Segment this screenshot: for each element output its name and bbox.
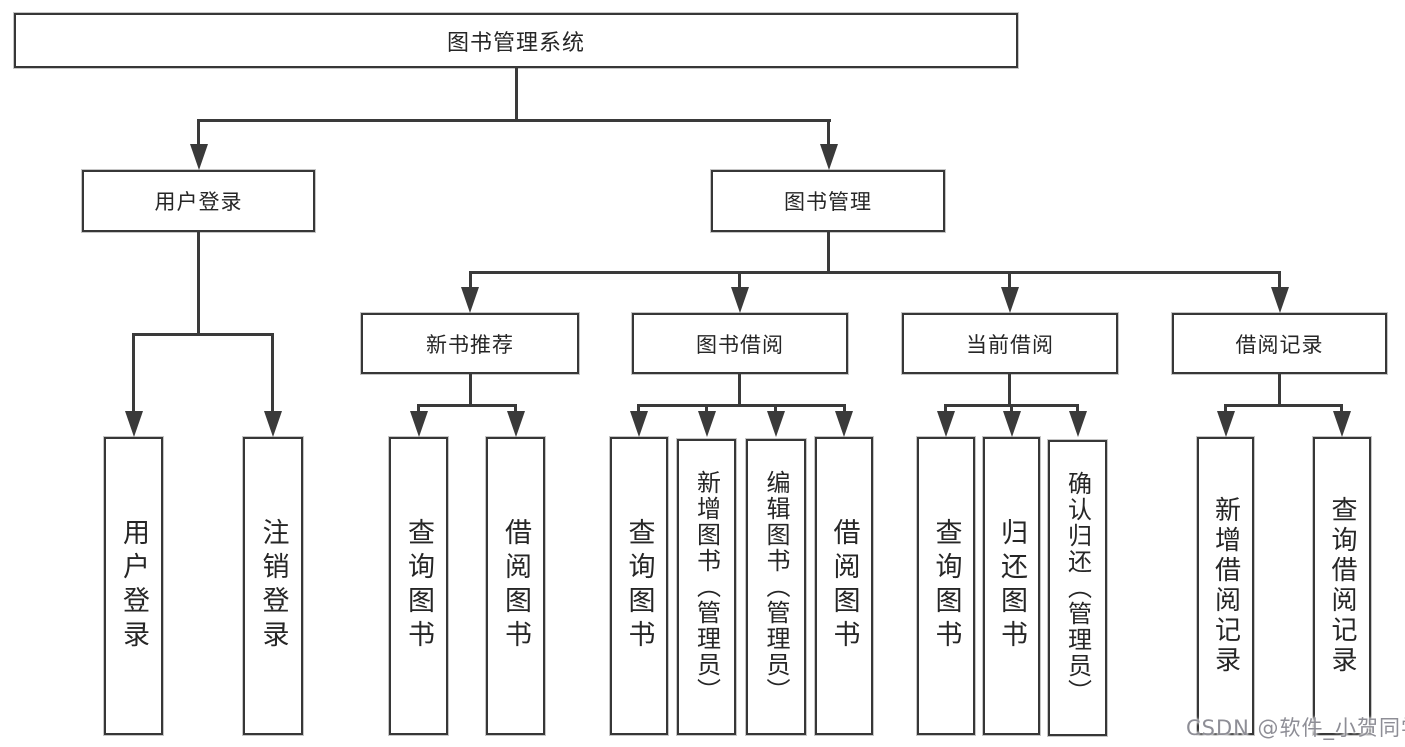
node-label: 图书管理 (784, 190, 872, 214)
leaf-add-borrow-record: 新增借阅记录 (1197, 437, 1254, 735)
node-label: 查询图书 (930, 518, 962, 654)
arrow-down (731, 287, 749, 313)
arrow-down (125, 411, 143, 437)
node-label: 新增借阅记录 (1210, 496, 1241, 676)
leaf-logout-login: 注销登录 (243, 437, 303, 735)
connector-line (469, 271, 472, 289)
connector-line (1008, 271, 1011, 289)
connector-line (469, 271, 1281, 274)
node-label: 用户登录 (154, 190, 243, 214)
connector-line (827, 230, 830, 274)
connector-line (705, 404, 708, 414)
node-book-borrowing: 图书借阅 (632, 313, 848, 374)
arrow-down (1217, 411, 1235, 437)
arrow-down (937, 411, 955, 437)
arrow-down (1001, 287, 1019, 313)
arrow-down (1003, 411, 1021, 437)
node-label: 借阅图书 (828, 518, 860, 654)
arrow-down (698, 411, 716, 437)
connector-line (944, 404, 947, 414)
csdn-watermark: CSDN @软件_小贺同学 (1186, 716, 1405, 740)
leaf-return-books: 归还图书 (983, 437, 1040, 735)
arrow-down (410, 411, 428, 437)
node-borrowing-records: 借阅记录 (1172, 313, 1387, 374)
leaf-add-books-admin: 新增图书（管理员） (677, 439, 736, 735)
connector-line (738, 271, 741, 289)
node-book-management-system: 图书管理系统 (14, 13, 1018, 68)
connector-line (827, 119, 830, 147)
node-label: 新增图书（管理员） (692, 470, 721, 704)
connector-line (417, 404, 420, 414)
leaf-user-login: 用户登录 (104, 437, 163, 735)
node-current-borrowing: 当前借阅 (902, 313, 1118, 374)
connector-line (132, 333, 135, 413)
connector-line (1278, 372, 1281, 406)
arrow-down (1333, 411, 1351, 437)
leaf-edit-books-admin: 编辑图书（管理员） (746, 439, 806, 735)
node-label: 图书借阅 (696, 332, 784, 357)
connector-line (515, 66, 518, 122)
arrow-down (1271, 287, 1289, 313)
leaf-query-books-borrowing: 查询图书 (610, 437, 668, 735)
connector-line (738, 372, 741, 406)
node-label: 查询借阅记录 (1327, 496, 1357, 676)
node-label: 用户登录 (118, 518, 149, 654)
node-book-management-branch: 图书管理 (711, 170, 945, 232)
arrow-down (835, 411, 853, 437)
node-label: 当前借阅 (966, 332, 1054, 357)
arrow-down (264, 411, 282, 437)
connector-line (843, 404, 846, 414)
node-label: 编辑图书（管理员） (762, 470, 790, 704)
node-label: 确认归还（管理员） (1063, 471, 1092, 705)
connector-line (132, 333, 274, 336)
arrow-down (1069, 411, 1087, 437)
connector-line (514, 404, 517, 414)
connector-line (417, 404, 517, 407)
connector-line (1224, 404, 1227, 414)
node-label: 新书推荐 (426, 332, 514, 357)
node-label: 借阅记录 (1235, 332, 1324, 357)
connector-line (271, 333, 274, 413)
connector-line (197, 119, 200, 147)
connector-line (1224, 404, 1343, 407)
connector-line (1076, 404, 1079, 414)
connector-line (469, 372, 472, 406)
arrow-down (820, 144, 838, 170)
node-label: 归还图书 (996, 518, 1027, 654)
arrow-down (630, 411, 648, 437)
arrow-down (190, 144, 208, 170)
arrow-down (767, 411, 785, 437)
node-new-book-recommend: 新书推荐 (361, 313, 579, 374)
leaf-query-books-current: 查询图书 (917, 437, 975, 735)
leaf-borrow-books-recommend: 借阅图书 (486, 437, 545, 735)
connector-line (197, 119, 831, 122)
connector-line (637, 404, 846, 407)
connector-line (774, 404, 777, 414)
connector-line (637, 404, 640, 414)
leaf-query-books-recommend: 查询图书 (389, 437, 448, 735)
connector-line (1340, 404, 1343, 414)
node-label: 查询图书 (623, 518, 655, 654)
leaf-query-borrow-record: 查询借阅记录 (1313, 437, 1371, 735)
leaf-confirm-return-admin: 确认归还（管理员） (1048, 440, 1107, 736)
leaf-borrow-books-borrowing: 借阅图书 (815, 437, 873, 735)
arrow-down (461, 287, 479, 313)
node-label: 注销登录 (257, 518, 289, 654)
connector-line (1278, 271, 1281, 289)
node-label: 图书管理系统 (446, 30, 585, 56)
connector-line (197, 230, 200, 336)
connector-line (1008, 372, 1011, 406)
arrow-down (507, 411, 525, 437)
node-label: 借阅图书 (500, 518, 531, 654)
node-user-login-branch: 用户登录 (82, 170, 315, 232)
connector-line (1010, 404, 1013, 414)
node-label: 查询图书 (403, 518, 434, 654)
